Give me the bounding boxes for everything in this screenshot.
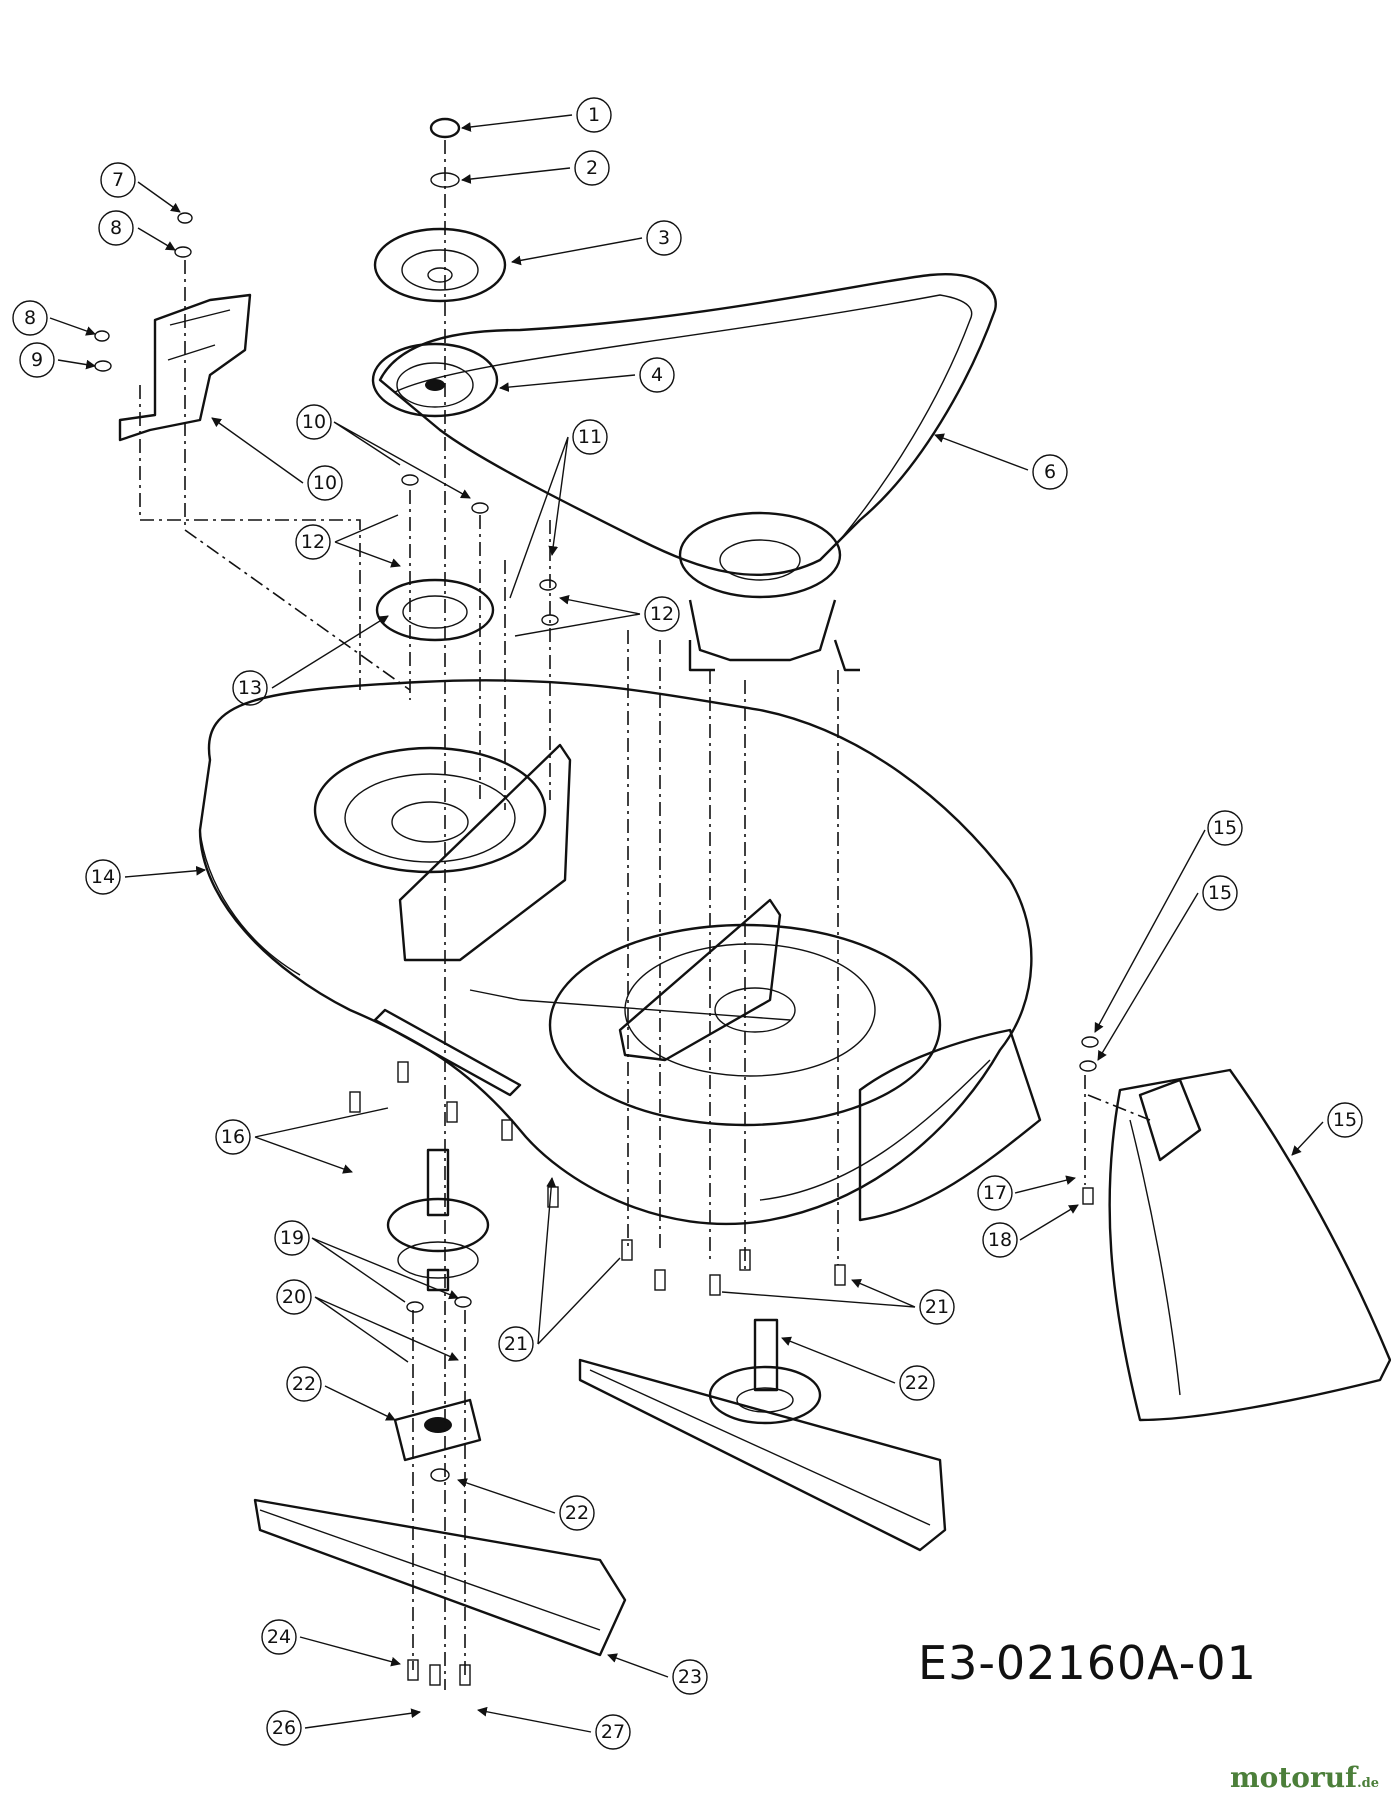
callout-label: 19: [280, 1227, 304, 1249]
callout-22c: 15: [1097, 875, 1238, 1061]
callout-label: 6: [1044, 461, 1056, 483]
callout-9: 18: [982, 1204, 1079, 1258]
callout-label: 17: [983, 1182, 1007, 1204]
grass-deflector: [1108, 1068, 1391, 1422]
callout-19: 2: [461, 150, 610, 186]
blade-left: [253, 1498, 627, 1657]
callout-27: 4: [499, 357, 675, 393]
callout-15a: 10: [296, 404, 470, 498]
idler-assembly: [678, 511, 860, 672]
callout-11: 26: [266, 1708, 421, 1746]
callout-label: 11: [578, 426, 602, 448]
pulley-upper: [373, 227, 507, 303]
bearing-plate: [375, 578, 495, 642]
callout-label: 16: [221, 1126, 245, 1148]
callout-label: 27: [601, 1721, 625, 1743]
callout-label: 12: [301, 531, 325, 553]
callout-label: 22: [292, 1373, 316, 1395]
callout-label: 14: [91, 866, 115, 888]
callout-8a: 16: [215, 1107, 389, 1172]
callout-label: 21: [925, 1296, 949, 1318]
callout-label: 26: [272, 1717, 296, 1739]
mower-deck: [198, 679, 1042, 1226]
callout-18: 20: [276, 1279, 458, 1362]
blade-right: [578, 1358, 947, 1552]
assembly-lines: [139, 140, 1151, 1690]
callout-20: 22: [457, 1478, 595, 1531]
callout-label: 8: [24, 307, 36, 329]
callout-label: 15: [1213, 817, 1237, 839]
callout-label: 4: [651, 364, 663, 386]
spindle-right: [708, 1318, 822, 1425]
callout-2: 3: [511, 220, 682, 266]
callout-label: 13: [238, 677, 262, 699]
front-bracket: [118, 293, 252, 442]
callout-7: 21: [498, 1178, 621, 1362]
watermark-name: motoruf: [1230, 1761, 1358, 1794]
callout-17: 17: [977, 1175, 1076, 1211]
drive-belt: [378, 273, 997, 577]
callout-label: 10: [302, 411, 326, 433]
callout-label: 15: [1208, 882, 1232, 904]
callout-22b: 9: [19, 342, 96, 378]
callout-15c: 19: [274, 1220, 458, 1302]
callout-16: 22: [781, 1336, 935, 1401]
callout-label: 22: [565, 1502, 589, 1524]
callout-label: 2: [586, 157, 598, 179]
spindle-left: [386, 1148, 490, 1292]
callout-label: 10: [313, 472, 337, 494]
pulley-lower: [371, 342, 499, 418]
callout-label: 8: [110, 217, 122, 239]
blade-adapter: [393, 1398, 482, 1462]
callout-6: 10: [211, 417, 343, 501]
callout-12a: 7: [100, 162, 181, 213]
drawing-code: E3-02160A-01: [918, 1636, 1257, 1690]
callout-label: 24: [267, 1626, 291, 1648]
callout-3: 14: [85, 859, 206, 895]
callout-label: 7: [112, 169, 124, 191]
callout-10b: 27: [477, 1706, 631, 1750]
callout-14: 15: [1094, 810, 1243, 1033]
callout-21b: 12: [514, 597, 680, 637]
callout-label: 18: [988, 1229, 1012, 1251]
callout-label: 1: [588, 104, 600, 126]
callout-13: 1: [461, 97, 612, 133]
callouts: 1 2 3 4 6 7 8 8 9 10 10 11 12 12 13 14 1…: [12, 97, 1363, 1750]
callout-label: 12: [650, 603, 674, 625]
watermark-logo[interactable]: motoruf.de: [1230, 1761, 1379, 1794]
callout-10a: 24: [261, 1619, 401, 1667]
callout-12b: 8: [12, 300, 96, 336]
callout-label: 9: [31, 349, 43, 371]
callout-8b: 21: [721, 1280, 955, 1325]
callout-label: 20: [282, 1286, 306, 1308]
watermark-suffix: .de: [1357, 1776, 1379, 1791]
callout-24: 22: [286, 1366, 396, 1421]
callout-22a: 8: [98, 210, 176, 251]
callout-4: 15: [1291, 1102, 1363, 1156]
callout-label: 3: [658, 227, 670, 249]
callout-15b: 11: [509, 419, 608, 599]
callout-1: 13: [232, 615, 389, 706]
callout-label: 21: [504, 1333, 528, 1355]
callout-23: 23: [607, 1653, 708, 1695]
callout-21a: 12: [295, 514, 400, 566]
callout-label: 23: [678, 1666, 702, 1688]
callout-label: 15: [1333, 1109, 1357, 1131]
callout-26: 6: [934, 433, 1068, 490]
hardware: [94, 117, 1099, 1686]
callout-label: 22: [905, 1372, 929, 1394]
